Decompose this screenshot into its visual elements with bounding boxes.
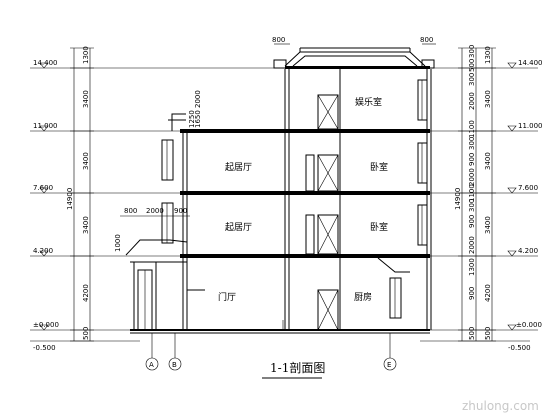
- dim-left-3400a: 3400: [82, 90, 90, 108]
- dim-1000: 1000: [114, 234, 122, 252]
- room-label-living-upper: 起居厅: [225, 162, 252, 173]
- dim-right-inner-300c: 300: [468, 137, 476, 150]
- dim-800-canopy: 800: [124, 207, 137, 215]
- dim-right-inner-900c: 900: [468, 287, 476, 300]
- dim-right-3400b: 3400: [484, 152, 492, 170]
- dim-left-total: 14900: [66, 188, 74, 210]
- dim-left-1300: 1300: [82, 46, 90, 64]
- left-dimensions: 14900 1300 3400 3400 3400 4200 500: [66, 46, 94, 342]
- dim-right-inner-2000c: 2000: [468, 236, 476, 254]
- elev-left-minus0500: -0.500: [33, 344, 56, 352]
- elev-right-14400: 14.400: [518, 59, 543, 67]
- right-dimensions: 300 500 300 2000 1100 300 900 2000 1100 …: [454, 45, 496, 342]
- axis-e: E: [387, 361, 391, 369]
- dim-left-3400c: 3400: [82, 216, 90, 234]
- dim-800-right-roof: 800: [420, 36, 433, 44]
- dim-right-inner-900a: 900: [468, 153, 476, 166]
- elev-right-7600: 7.600: [518, 184, 538, 192]
- dim-right-4200: 4200: [484, 284, 492, 302]
- room-label-bedroom-upper: 卧室: [370, 161, 388, 173]
- section-title: 1-1剖面图: [270, 361, 325, 375]
- dim-right-inner-1100b: 1100: [468, 184, 476, 202]
- dim-900-canopy: 900: [174, 207, 187, 215]
- dim-right-inner-1100a: 1100: [468, 120, 476, 138]
- dim-right-500: 500: [484, 327, 492, 340]
- axis-markers: A B E: [145, 333, 397, 371]
- dim-right-inner-900b: 900: [468, 215, 476, 228]
- dim-left-500: 500: [82, 327, 90, 340]
- dim-right-inner-1300: 1300: [468, 258, 476, 276]
- dim-right-inner-500: 500: [468, 59, 476, 72]
- axis-a: A: [149, 361, 154, 369]
- room-label-bedroom-lower: 卧室: [370, 221, 388, 233]
- drawing-title: 1-1剖面图: [262, 361, 325, 379]
- dim-2000-terrace: 2000: [194, 90, 202, 108]
- dim-right-inner-300a: 300: [468, 45, 476, 58]
- dim-right-1300: 1300: [484, 46, 492, 64]
- room-label-living-lower: 起居厅: [225, 222, 252, 233]
- elev-right-0000: ±0.000: [516, 321, 542, 329]
- elev-right-minus0500: -0.500: [508, 344, 531, 352]
- dim-right-3400c: 3400: [484, 216, 492, 234]
- watermark-text: zhulong.com: [462, 399, 539, 413]
- dim-800-left-roof: 800: [272, 36, 285, 44]
- dim-right-3400a: 3400: [484, 90, 492, 108]
- dim-1250: 1250: [188, 110, 196, 128]
- elev-right-4200: 4.200: [518, 247, 538, 255]
- misc-dimensions: 800 800 1250 1650 2000 800 2000 900 1000: [114, 36, 436, 252]
- dim-right-total: 14900: [454, 188, 462, 210]
- dim-right-inner-2000a: 2000: [468, 92, 476, 110]
- building-section: [125, 47, 435, 334]
- right-elevation-marks: 14.400 11.000 7.600 4.200 ±0.000 -0.500: [420, 59, 543, 352]
- room-label-kitchen: 厨房: [354, 291, 372, 303]
- room-label-foyer: 门厅: [218, 291, 236, 303]
- dim-2000-canopy: 2000: [146, 207, 164, 215]
- dim-left-3400b: 3400: [82, 152, 90, 170]
- dim-right-inner-2000b: 2000: [468, 168, 476, 186]
- dim-left-4200: 4200: [82, 284, 90, 302]
- dim-right-inner-500b: 500: [468, 327, 476, 340]
- room-label-recreation: 娱乐室: [355, 96, 382, 108]
- dim-right-inner-300d: 300: [468, 199, 476, 212]
- elev-right-11000: 11.000: [518, 122, 543, 130]
- axis-b: B: [172, 361, 177, 369]
- dim-right-inner-300b: 300: [468, 73, 476, 86]
- room-labels: 娱乐室 起居厅 卧室 起居厅 卧室 门厅 厨房: [218, 96, 388, 303]
- dim-1650: 1650: [194, 110, 202, 128]
